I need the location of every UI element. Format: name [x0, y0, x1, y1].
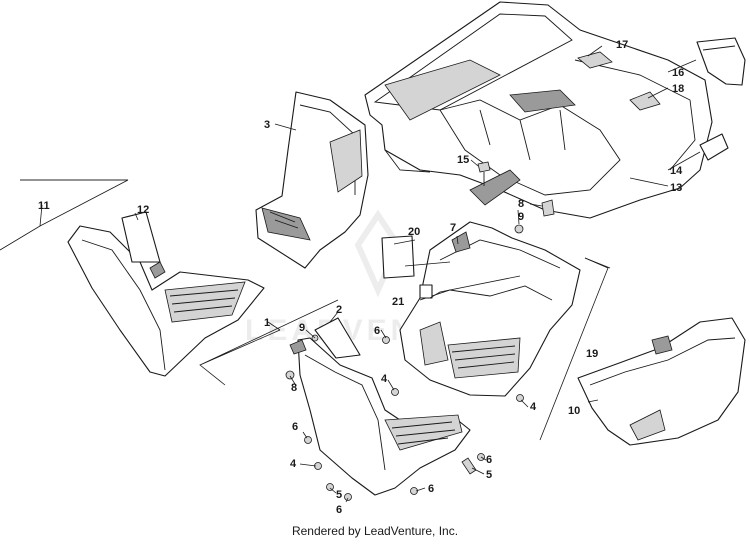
hardware-fasteners: [285, 199, 555, 501]
trim-part-14[interactable]: [699, 133, 729, 161]
callout-15: 15: [457, 154, 469, 166]
callout-8-left: 8: [291, 382, 297, 394]
callout-20: 20: [408, 226, 420, 238]
callout-6-b: 6: [292, 421, 298, 433]
callout-labels: 17 16 18 14 13 15 3 8 9 11 12 20 7 21 2 …: [38, 39, 684, 516]
callout-14: 14: [670, 165, 683, 177]
callout-5-a: 5: [486, 469, 492, 481]
footwell-right-part-1[interactable]: [289, 337, 471, 496]
callout-4-b: 4: [530, 401, 537, 413]
callout-6-e: 6: [336, 504, 342, 516]
decal-part-20[interactable]: [381, 235, 415, 279]
callout-2: 2: [336, 304, 342, 316]
callout-10: 10: [568, 405, 580, 417]
callout-7: 7: [450, 222, 456, 234]
callout-4-c: 4: [290, 458, 297, 470]
callout-4-a: 4: [381, 373, 388, 385]
footer-credit: Rendered by LeadVenture, Inc.: [291, 524, 459, 538]
side-panel-part-3[interactable]: [255, 91, 369, 269]
callout-12: 12: [137, 204, 149, 216]
callout-21: 21: [392, 296, 404, 308]
callout-6-d: 6: [428, 483, 434, 495]
callout-6-c: 6: [486, 454, 492, 466]
callout-11: 11: [38, 200, 50, 212]
fastener-part-15[interactable]: [477, 161, 491, 186]
side-panel-part-10[interactable]: [577, 317, 746, 446]
callout-16: 16: [672, 67, 684, 79]
decal-part-16[interactable]: [696, 37, 746, 86]
rear-fender-rack[interactable]: [364, 1, 713, 219]
callout-13: 13: [670, 182, 682, 194]
callout-6-a: 6: [374, 325, 380, 337]
callout-19: 19: [586, 348, 598, 360]
callout-9-left: 9: [299, 322, 305, 334]
callout-18: 18: [672, 83, 684, 95]
group-brackets: [0, 179, 611, 441]
callout-8-top: 8: [518, 198, 524, 210]
callout-1: 1: [264, 317, 270, 329]
callout-9-top: 9: [518, 211, 524, 223]
callout-17: 17: [616, 39, 628, 51]
callout-3: 3: [264, 119, 270, 131]
callout-5-b: 5: [336, 489, 342, 501]
footwell-left-part-11[interactable]: [67, 225, 265, 377]
leader-lines: [39, 45, 701, 503]
decal-part-12[interactable]: [121, 211, 161, 263]
decal-part-21[interactable]: [419, 284, 433, 299]
center-footwell-part-19[interactable]: [399, 221, 581, 397]
